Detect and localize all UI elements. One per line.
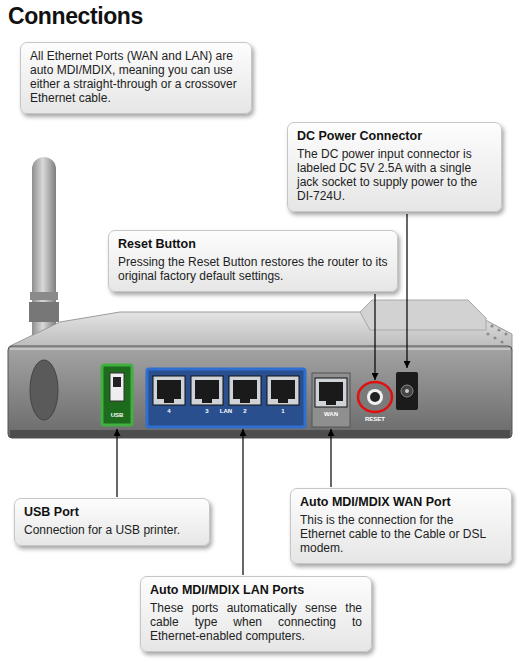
callout-text: Connection for a USB printer. [24, 523, 200, 537]
lid-plate [360, 300, 486, 330]
port-label: USB [103, 412, 131, 419]
callout-box: USB PortConnection for a USB printer. [14, 498, 210, 546]
reset-button [370, 392, 380, 402]
vent-dots [486, 324, 507, 343]
usb-socket-core [113, 377, 121, 387]
callout-heading: USB Port [24, 505, 200, 520]
callout-box: Reset ButtonPressing the Reset Button re… [108, 230, 398, 292]
port-label: 4 [162, 408, 176, 415]
reset-highlight [358, 382, 392, 412]
port-label: 3 [200, 408, 214, 415]
callout-box: Auto MDI/MDIX LAN PortsThese ports autom… [140, 576, 372, 652]
port-label: 1 [276, 408, 290, 415]
front-highlight [10, 348, 510, 350]
callout-text: These ports automatically sense the cabl… [150, 601, 362, 643]
callout-heading: Reset Button [118, 237, 388, 252]
callout-box: All Ethernet Ports (WAN and LAN) are aut… [20, 42, 252, 114]
page-title: Connections [8, 3, 143, 30]
callout-text: All Ethernet Ports (WAN and LAN) are aut… [30, 49, 242, 105]
lan-frame [147, 369, 305, 427]
antenna-mount [30, 360, 58, 420]
port-label: WAN [318, 411, 344, 418]
usb-socket [110, 373, 124, 401]
callout-text: This is the connection for the Ethernet … [300, 513, 502, 555]
callout-box: DC Power ConnectorThe DC power input con… [287, 122, 502, 212]
reset-ring [367, 389, 383, 405]
port-label: LAN [215, 408, 237, 415]
callout-box: Auto MDI/MDIX WAN PortThis is the connec… [290, 488, 512, 564]
antenna-base [29, 302, 59, 322]
lan-sockets [153, 376, 299, 405]
leader-line [406, 214, 407, 368]
callout-heading: Auto MDI/MDIX WAN Port [300, 495, 502, 510]
callout-heading: DC Power Connector [297, 129, 492, 144]
dc-jack [396, 372, 418, 410]
antenna-ring [30, 292, 58, 300]
leader-line [116, 429, 117, 497]
usb-frame [102, 365, 132, 425]
callout-text: The DC power input connector is labeled … [297, 147, 492, 203]
dc-jack-hole [401, 385, 413, 397]
router-front [8, 346, 512, 438]
router-foot [10, 430, 510, 438]
callout-text: Pressing the Reset Button restores the r… [118, 255, 388, 283]
leader-line [330, 429, 331, 487]
wan-socket [315, 378, 347, 407]
wan-frame [312, 373, 350, 427]
port-label: 2 [238, 408, 252, 415]
port-label: RESET [360, 416, 390, 423]
leader-line [374, 294, 375, 380]
dc-jack-pin [405, 389, 409, 393]
leader-line [242, 429, 243, 575]
callout-heading: Auto MDI/MDIX LAN Ports [150, 583, 362, 598]
